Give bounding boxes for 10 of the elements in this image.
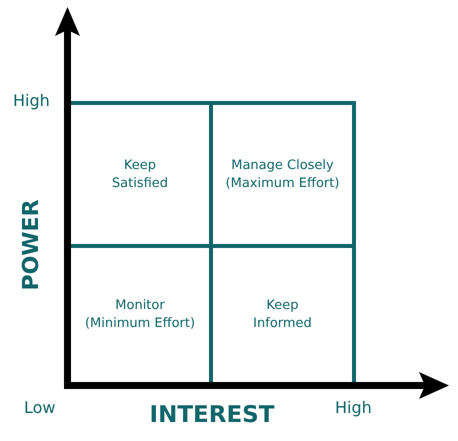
axis-tick-label: High bbox=[335, 400, 372, 416]
quadrant-label: Manage Closely (Maximum Effort) bbox=[224, 156, 340, 192]
axis-tick-label: High bbox=[13, 93, 50, 109]
quadrant-box bbox=[211, 101, 356, 246]
quadrant-label: Keep Informed bbox=[252, 297, 313, 333]
axis-title: INTEREST bbox=[150, 404, 274, 427]
axis-tick-label: Low bbox=[24, 400, 56, 416]
quadrant-label: Monitor (Minimum Effort) bbox=[84, 297, 196, 333]
axis-title: POWER bbox=[21, 199, 43, 291]
quadrant-label: Keep Satisfied bbox=[110, 156, 170, 192]
